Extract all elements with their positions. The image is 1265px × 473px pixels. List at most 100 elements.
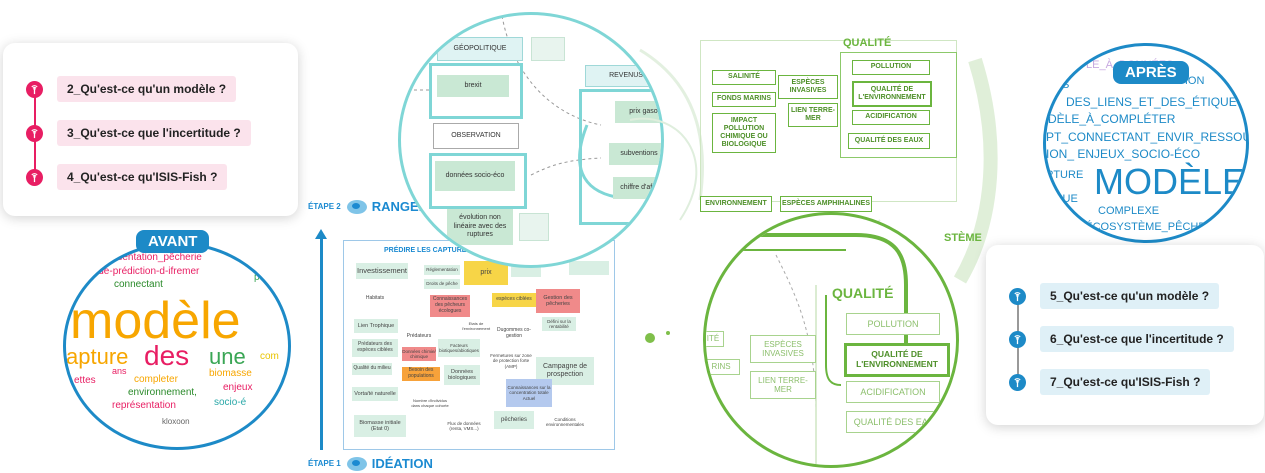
question-item-4[interactable]: 4_Qu'est-ce qu'ISIS-Fish ? (26, 164, 228, 190)
cloud-word: COMPLEXE (1098, 205, 1160, 217)
question-item-6[interactable]: 6_Qu'est-ce que l'incertitude ? (1009, 326, 1234, 352)
cloud-word: p (276, 286, 282, 297)
broadcast-icon (26, 168, 43, 186)
map-qualite-label: QUALITÉ (843, 37, 892, 49)
cloud-word: ux (68, 285, 79, 296)
map-especes-invasives: ESPÈCES INVASIVES (778, 75, 838, 99)
zoom-rins: RINS (706, 359, 740, 375)
cloud-word: volets (241, 254, 268, 265)
board-card: Dugommes co-gestion (492, 327, 536, 341)
step-1-label: ÉTAPE 1 IDÉATION (308, 456, 433, 471)
cloud-word: représentation_pêcherie (94, 252, 202, 263)
cloud-word: pêche (254, 272, 282, 283)
board-card: Habitats (356, 293, 394, 305)
board-card: Nombre d'individus dans chaque cohorte (410, 395, 450, 413)
board-title: PRÉDIRE LES CAPTURES (384, 247, 472, 254)
board-card (569, 261, 609, 275)
evolution-card: évolution non linéaire avec des ruptures (447, 209, 513, 245)
cloud-word: PT_CONNECTANT_ENVIR_RESSOU (1046, 130, 1249, 144)
board-card: Etats de l'environnement (460, 321, 492, 333)
brexit-card: brexit (437, 75, 509, 97)
zoom-especes-invasives: ESPÈCES INVASIVES (750, 335, 816, 363)
cloud-word: modèle (70, 292, 241, 350)
cloud-word: PTURE (1046, 169, 1084, 181)
cloud-word: des (144, 340, 190, 371)
map-salinite: SALINITÉ (712, 70, 776, 85)
question-label: 3_Qu'est-ce que l'incertitude ? (57, 120, 251, 146)
observation-header: OBSERVATION (433, 123, 519, 149)
geopolitique-group (429, 63, 523, 119)
observation-group (429, 153, 527, 209)
question-label: 2_Qu'est-ce qu'un modèle ? (57, 76, 237, 102)
up-arrow-head (315, 229, 327, 239)
cloud-word: IO-ÉCOSYSTÈME_PÊCHE (1070, 221, 1206, 233)
avant-tag: AVANT (136, 230, 210, 253)
board-card: Vorta/té naturelle (352, 387, 398, 401)
board-card: Flux de données (renta, VMS...) (442, 417, 486, 435)
zoom-ite: ITÉ (706, 331, 724, 347)
board-card: Qualité du milieu (352, 363, 392, 375)
zoom-acidification: ACIDIFICATION (846, 381, 940, 403)
board-card: Défini sur la rentabilité (542, 317, 576, 331)
cloud-word: connectant (114, 279, 163, 290)
board-card: Investissement (356, 263, 408, 279)
zoom-qualite-eaux: QUALITÉ DES EAUX (846, 411, 948, 433)
right-question-card: 5_Qu'est-ce qu'un modèle ? 6_Qu'est-ce q… (986, 245, 1264, 425)
dashed-connectors (401, 15, 617, 199)
map-acidification: ACIDIFICATION (852, 110, 930, 125)
zoom-qualite-env: QUALITÉ DE L'ENVIRONNEMENT (844, 343, 950, 377)
question-label: 5_Qu'est-ce qu'un modèle ? (1040, 283, 1220, 309)
globe-icon (346, 199, 367, 214)
cloud-word: DÈLE_À_COMPLÉTER (1048, 112, 1176, 126)
map-pollution: POLLUTION (852, 60, 930, 75)
cloud-word: biomasse (209, 368, 252, 379)
broadcast-icon (1009, 373, 1026, 391)
image-placeholder-icon (519, 213, 549, 241)
image-placeholder-icon (531, 37, 565, 61)
board-card: Droits de pêche (424, 279, 460, 289)
cloud-word: une (209, 344, 246, 369)
question-item-7[interactable]: 7_Qu'est-ce qu'ISIS-Fish ? (1009, 369, 1211, 395)
cloud-word: enjeux (223, 382, 253, 393)
cloud-word: ans (112, 366, 127, 376)
board-card: Données chimie/ chimique (402, 347, 436, 361)
board-card: Lien Trophique (354, 319, 398, 333)
question-label: 4_Qu'est-ce qu'ISIS-Fish ? (57, 164, 228, 190)
broadcast-icon (1009, 287, 1026, 305)
board-card: Facteurs biotiques/abiotiques (438, 339, 480, 357)
avant-word-cloud-circle: représentation_pêcherie volets dèle-de-p… (63, 242, 291, 450)
board-card: Conditions environnementales (544, 413, 586, 431)
cloud-word: DES_LIENS_ET_DES_ÉTIQUE (1066, 95, 1237, 109)
board-card: Biomasse initiale (Etat 0) (354, 415, 406, 437)
cloud-word: représentation (112, 400, 176, 411)
board-card: prix (464, 261, 508, 285)
board-card: Gestion des pêcheries (536, 289, 580, 313)
board-card: espèces ciblées (492, 293, 536, 307)
question-item-2[interactable]: 2_Qu'est-ce qu'un modèle ? (26, 76, 237, 102)
question-label: 6_Qu'est-ce que l'incertitude ? (1040, 326, 1234, 352)
question-item-3[interactable]: 3_Qu'est-ce que l'incertitude ? (26, 120, 251, 146)
map-qualite-env: QUALITÉ DE L'ENVIRONNEMENT (852, 81, 932, 107)
zoom-circle-qualite: QUALITÉ POLLUTION QUALITÉ DE L'ENVIRONNE… (703, 212, 959, 468)
cloud-word: environnement, (128, 387, 197, 398)
step-number: ÉTAPE 1 (308, 459, 341, 468)
broadcast-icon (26, 80, 43, 98)
board-card: Données biologiques (444, 365, 480, 385)
cloud-word: apture (66, 344, 129, 369)
board-card: Prédateurs (402, 331, 436, 343)
board-card: Besoin des populations (402, 367, 440, 381)
up-arrow (320, 236, 323, 450)
map-qualite-eaux: QUALITÉ DES EAUX (848, 133, 930, 149)
cloud-word: socio-é (214, 397, 247, 408)
cloud-word: ettes (74, 375, 96, 386)
question-item-5[interactable]: 5_Qu'est-ce qu'un modèle ? (1009, 283, 1220, 309)
map-especes-amphihalines: ESPÈCES AMPHIHALINES (780, 196, 872, 212)
zoom-pollution: POLLUTION (846, 313, 940, 335)
map-lien-terre-mer: LIEN TERRE-MER (788, 103, 838, 127)
cloud-word: ION_ ENJEUX_SOCIO-ÉCO (1046, 147, 1201, 161)
map-environnement: ENVIRONNEMENT (700, 196, 772, 212)
board-card: Connaissances sur la concentration total… (506, 379, 552, 407)
cloud-word: com (260, 351, 279, 362)
ideation-board: PRÉDIRE LES CAPTURES Investissement Régl… (343, 240, 615, 450)
prix-gasoil-card: prix gasoil (615, 101, 661, 123)
